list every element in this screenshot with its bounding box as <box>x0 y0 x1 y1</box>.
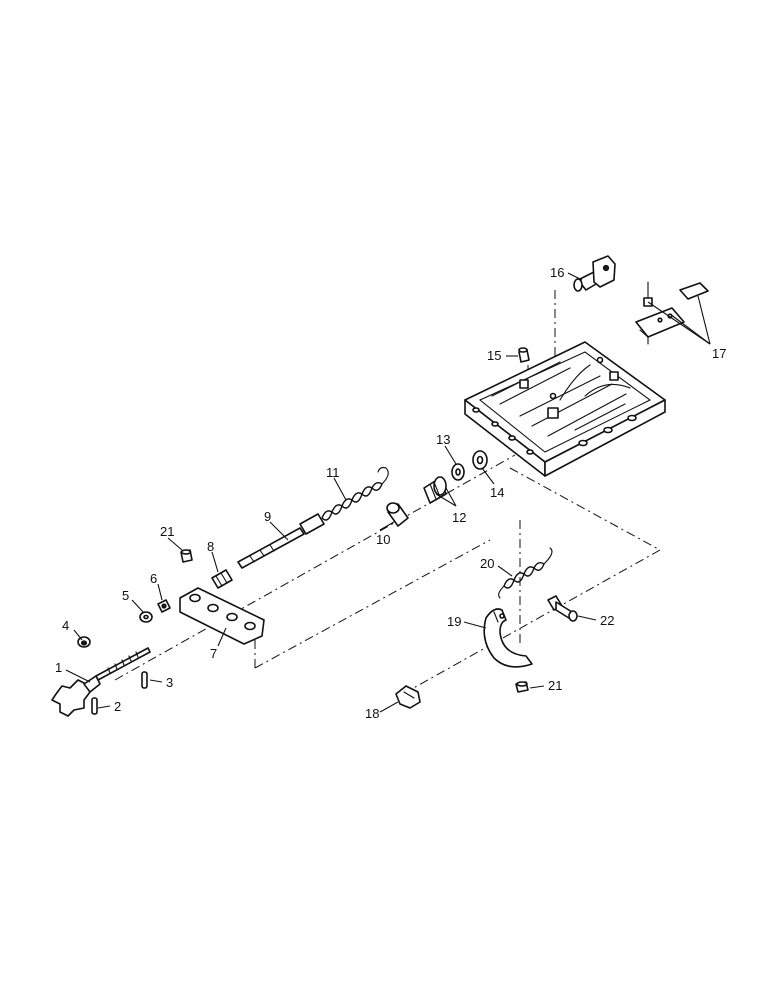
callout-21-left: 21 <box>160 524 174 539</box>
part-16-pivot-shaft <box>573 255 616 292</box>
callout-7: 7 <box>210 646 217 661</box>
part-13-washer <box>451 463 465 481</box>
callout-4: 4 <box>62 618 69 633</box>
callout-9: 9 <box>264 509 271 524</box>
callout-1: 1 <box>55 660 62 675</box>
callout-16: 16 <box>550 265 564 280</box>
callout-14: 14 <box>490 485 504 500</box>
part-22-bolt <box>547 595 578 622</box>
part-18-clip <box>395 685 421 709</box>
callout-17: 17 <box>712 346 726 361</box>
part-6-nut <box>157 599 171 613</box>
callout-11: 11 <box>326 465 340 480</box>
part-8-coupling <box>211 569 233 589</box>
part-9-shaft <box>237 513 325 569</box>
part-19-strap <box>483 608 533 668</box>
part-11-spring <box>321 466 389 521</box>
part-21-screw-right <box>515 681 529 693</box>
callout-3: 3 <box>166 675 173 690</box>
callout-18: 18 <box>365 706 379 721</box>
callout-8: 8 <box>207 539 214 554</box>
part-10-sleeve <box>386 502 409 527</box>
part-15-nut <box>518 347 530 363</box>
seat-base-frame <box>464 341 666 477</box>
callout-13: 13 <box>436 432 450 447</box>
part-3-pin <box>141 671 148 689</box>
callout-12: 12 <box>452 510 466 525</box>
part-5-washer <box>139 611 153 623</box>
part-4-clip <box>77 636 91 648</box>
part-14-washer <box>472 450 488 470</box>
callout-2: 2 <box>114 699 121 714</box>
part-21-nut-left <box>180 549 193 563</box>
part-2-pin <box>91 697 98 715</box>
callout-6: 6 <box>150 571 157 586</box>
callout-5: 5 <box>122 588 129 603</box>
callout-20: 20 <box>480 556 494 571</box>
part-1-knob-rod <box>51 647 151 717</box>
callout-21-right: 21 <box>548 678 562 693</box>
callout-labels: 1 2 3 4 5 6 7 8 9 10 11 12 13 14 15 16 1… <box>55 265 726 721</box>
callout-15: 15 <box>487 348 501 363</box>
callout-19: 19 <box>447 614 461 629</box>
leader-lines <box>65 272 711 713</box>
part-20-spring <box>498 547 553 599</box>
callout-10: 10 <box>376 532 390 547</box>
callout-22: 22 <box>600 613 614 628</box>
part-12-bushings <box>423 476 447 504</box>
part-7-lever-bracket <box>179 587 265 645</box>
